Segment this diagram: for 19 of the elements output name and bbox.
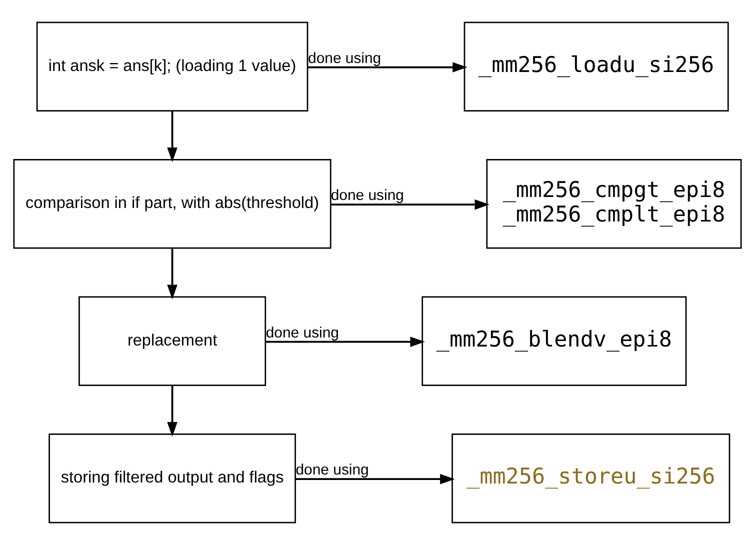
node-box: storing filtered output and flags [48, 434, 296, 524]
node-box: int ansk = ans[k]; (loading 1 value) [36, 22, 308, 112]
arrow [266, 336, 425, 347]
node-box: replacement [78, 296, 266, 386]
node-box: _mm256_cmpgt_epi8 _mm256_cmplt_epi8 [486, 159, 742, 249]
edge-label: done using [296, 462, 369, 479]
arrow [167, 248, 178, 300]
node-box: _mm256_loadu_si256 [464, 22, 729, 112]
node-box: comparison in if part, with abs(threshold) [13, 159, 332, 249]
arrow [331, 199, 490, 210]
node-box: _mm256_blendv_epi8 [422, 296, 687, 386]
node-box: _mm256_storeu_si256 [452, 434, 730, 524]
arrow [167, 385, 178, 437]
arrow [167, 110, 178, 162]
arrow [296, 474, 455, 484]
edge-label: done using [330, 187, 404, 204]
arrow [308, 62, 468, 72]
edge-label: done using [308, 50, 382, 67]
edge-label: done using [266, 324, 339, 342]
